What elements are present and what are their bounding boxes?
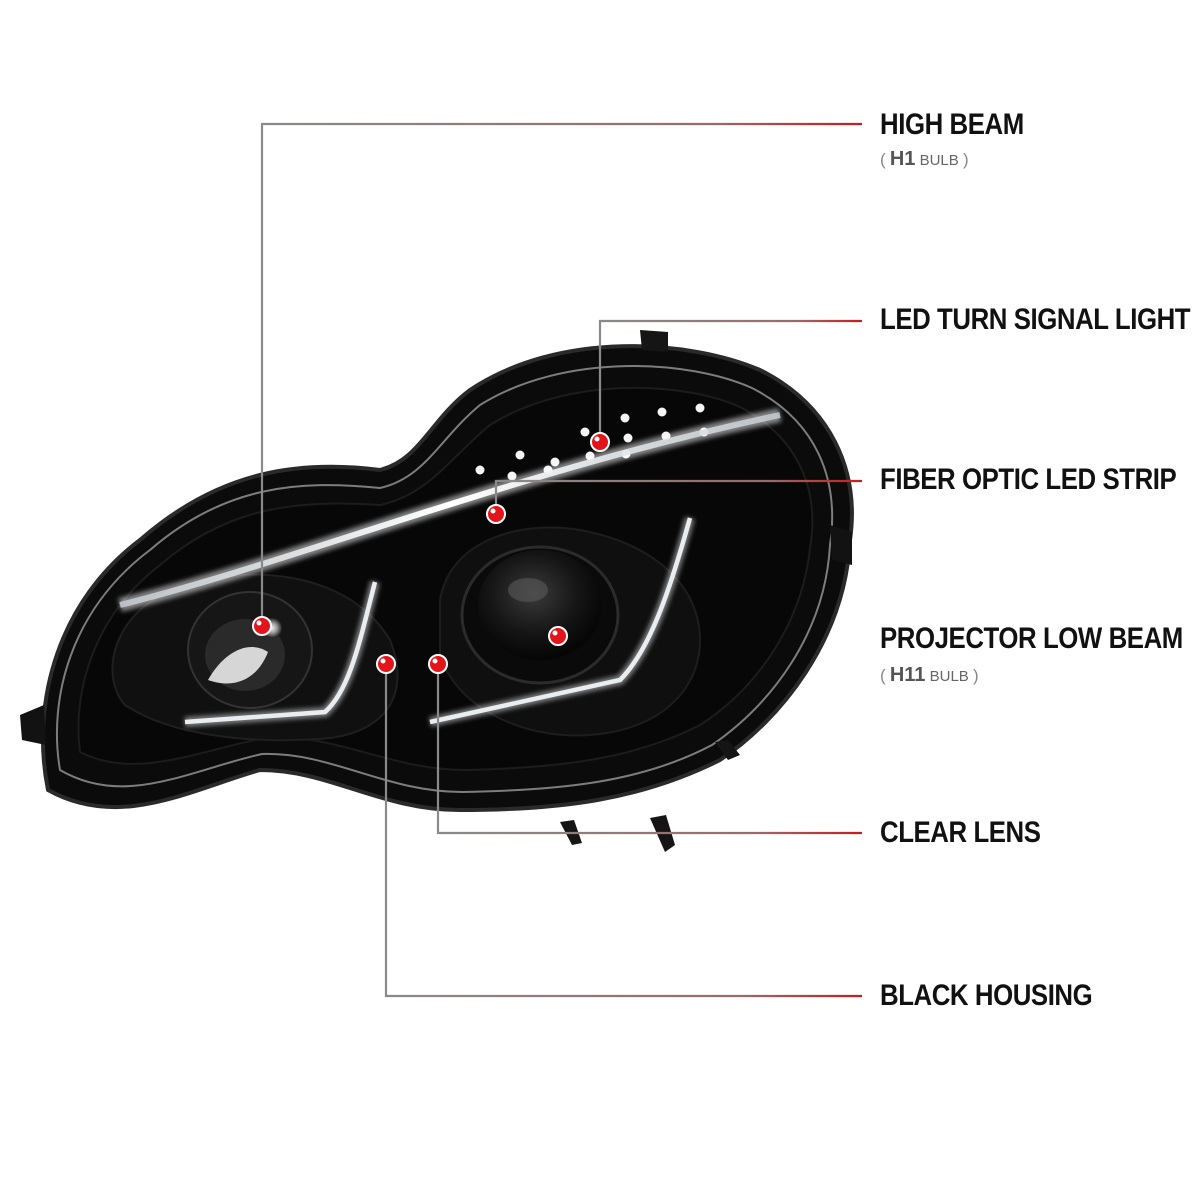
callout-marker-dot [428, 654, 448, 674]
fiber-optic-leader [494, 479, 862, 514]
high-beam-bulb-note: ( H1 BULB ) [880, 148, 969, 171]
fiber-optic-title: FIBER OPTIC LED STRIP [880, 463, 1177, 496]
high-beam-title: HIGH BEAM [880, 108, 1024, 141]
projector-bulb-type: H11 [889, 664, 926, 686]
high-beam-leader [260, 122, 862, 626]
projector-paren-open: ( [880, 666, 886, 685]
high-beam-paren-close: ) [962, 150, 969, 169]
projector-low-beam-title: PROJECTOR LOW BEAM [880, 622, 1183, 655]
projector-lens [460, 545, 620, 685]
headlight-housing [20, 330, 854, 852]
callout-marker-dot [252, 616, 272, 636]
led-turn-signal-title: LED TURN SIGNAL LIGHT [880, 303, 1191, 336]
callout-marker-dot [548, 626, 568, 646]
high-beam-bulb-word: BULB [919, 152, 959, 169]
black-housing-leader [384, 664, 862, 998]
high-beam-paren-open: ( [880, 150, 886, 169]
callout-marker-dot [590, 432, 610, 452]
callout-marker-dot [376, 654, 396, 674]
high-beam-reflector [187, 591, 313, 709]
clear-lens-leader [436, 664, 862, 835]
projector-low-beam-bulb-note: ( H11 BULB ) [880, 664, 979, 687]
projector-bulb-word: BULB [929, 668, 969, 685]
projector-paren-close: ) [972, 666, 979, 685]
clear-lens-title: CLEAR LENS [880, 816, 1041, 849]
callout-marker-dot [486, 504, 506, 524]
led-turn-signal-leader [598, 319, 862, 440]
high-beam-bulb-type: H1 [889, 148, 916, 170]
fiber-optic-led-strip [118, 408, 782, 727]
callout-marker-dots [252, 432, 610, 674]
callout-lines [260, 122, 862, 998]
black-housing-title: BLACK HOUSING [880, 979, 1093, 1012]
